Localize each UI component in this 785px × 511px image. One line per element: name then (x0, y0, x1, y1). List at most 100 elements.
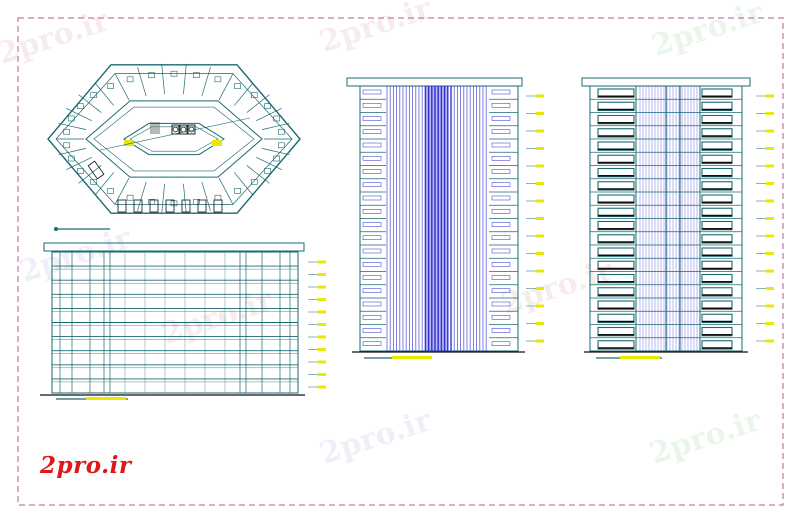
room-partition (137, 67, 147, 97)
plan-highlight (124, 140, 134, 146)
balcony-rail (362, 235, 382, 240)
plan-outer-wall (47, 64, 301, 214)
balcony-rail (491, 262, 511, 267)
room-fixture (214, 76, 222, 83)
window-bay (597, 313, 635, 324)
room-fixture (234, 188, 241, 194)
level-marker (536, 252, 544, 255)
window-bay (701, 287, 733, 297)
curtain-wall-core (426, 86, 448, 351)
elevation-title-marker (620, 356, 660, 359)
elevator-car (172, 126, 179, 133)
level-marker (536, 269, 544, 273)
window-bay (597, 287, 635, 297)
room-partition (78, 165, 102, 184)
level-marker (766, 339, 774, 343)
window-bay (597, 128, 635, 138)
level-marker (766, 217, 774, 220)
room-fixture (107, 83, 114, 89)
room-partition (218, 177, 234, 205)
window-bay (597, 101, 635, 112)
room-fixture (264, 168, 271, 174)
room-fixture (63, 128, 70, 135)
level-marker (766, 322, 774, 325)
window-bay (597, 340, 635, 350)
level-marker (536, 234, 544, 238)
level-marker (318, 273, 326, 276)
level-marker (766, 304, 774, 308)
balcony-rail (491, 341, 511, 346)
balcony-rail (491, 209, 511, 214)
balcony-rail (491, 301, 511, 307)
level-marker (536, 112, 544, 115)
window-bay (701, 154, 733, 165)
plan-outer-wall-inner (55, 73, 293, 205)
window-bay (597, 88, 635, 98)
window-bay (701, 247, 733, 257)
room-partition (246, 165, 270, 184)
bay-window (181, 199, 191, 213)
level-marker (766, 182, 774, 185)
room-fixture (273, 155, 281, 162)
balcony-rail (491, 315, 511, 320)
balcony-rail (362, 142, 382, 148)
level-marker (766, 252, 774, 255)
window-bay (701, 114, 733, 125)
roof-parapet (43, 242, 305, 252)
bay-window (165, 199, 175, 213)
room-partition (94, 172, 115, 196)
level-marker (318, 348, 326, 351)
balcony-rail (491, 288, 511, 293)
bay-window (117, 199, 127, 213)
bay-window (213, 199, 223, 213)
window-bay (701, 128, 733, 138)
window-bay (701, 101, 733, 112)
room-partition (246, 94, 270, 113)
level-marker (766, 112, 774, 115)
bay-window (149, 199, 159, 213)
window-bay (701, 313, 733, 324)
balcony-rail (491, 129, 511, 134)
room-partition (58, 122, 87, 130)
level-marker (318, 360, 326, 364)
window-bay (597, 194, 635, 204)
room-partition (233, 82, 254, 106)
balcony-rail (362, 209, 382, 214)
room-partition (94, 82, 115, 106)
balcony-rail (491, 235, 511, 240)
bay-window (197, 199, 207, 213)
room-partition (183, 63, 187, 95)
level-marker (766, 287, 774, 290)
level-marker (318, 335, 326, 339)
balcony-rail (491, 116, 511, 121)
room-fixture (193, 199, 200, 205)
window-bay (597, 181, 635, 191)
window-bay (701, 167, 733, 178)
level-marker (536, 182, 544, 185)
room-fixture (63, 142, 70, 149)
room-fixture (273, 115, 281, 122)
level-marker (536, 304, 544, 308)
balcony-rail (362, 315, 382, 320)
window-bay (597, 154, 635, 165)
room-fixture (67, 115, 75, 122)
plan-corridor-outer (85, 100, 263, 178)
room-fixture (250, 179, 258, 185)
bay-window (133, 199, 143, 213)
window-bay (701, 220, 733, 231)
room-partition (58, 148, 87, 156)
balcony-rail (362, 182, 382, 187)
room-partition (201, 67, 211, 97)
window-bay (701, 88, 733, 98)
entrance-door (87, 160, 105, 180)
balcony-rail (362, 248, 382, 254)
room-fixture (234, 83, 241, 89)
room-fixture (278, 142, 285, 149)
plan-highlight (212, 140, 222, 146)
room-partition (114, 177, 130, 205)
level-marker (318, 373, 326, 376)
room-partition (218, 73, 234, 101)
tower-elevation-blue (346, 77, 544, 359)
level-marker (318, 385, 326, 389)
